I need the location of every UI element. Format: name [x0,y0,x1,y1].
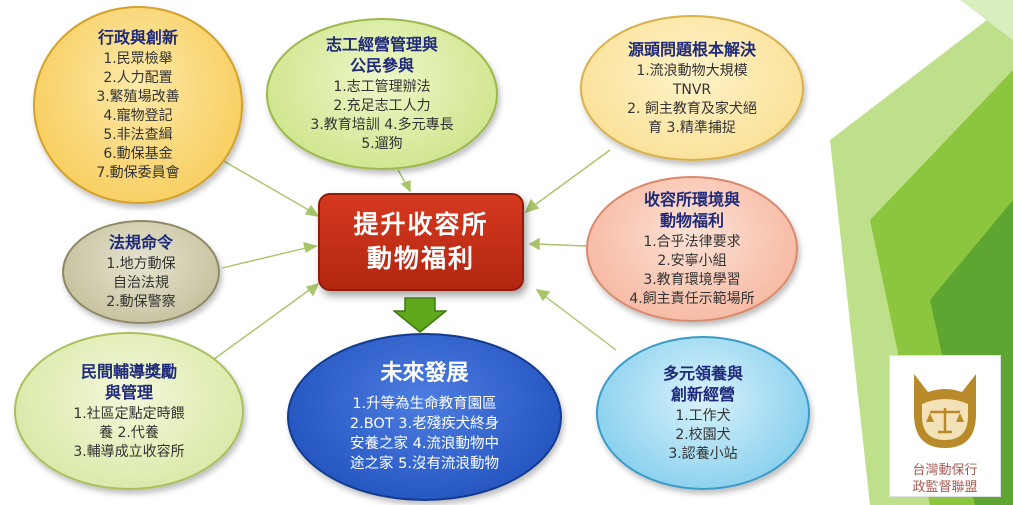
title-line: 源頭問題根本解決 [627,39,756,59]
connector-civil [209,287,313,363]
list-item: 安養之家 4.流浪動物中 [350,436,499,452]
node-root-cause: 源頭問題根本解決 1.流浪動物大規模 TNVR 2. 飼主教育及家犬絕 育 3.… [580,15,804,161]
list-item: 2.動保警察 [106,294,176,310]
list-item: TNVR [672,81,712,98]
list-item: 3.繁殖場改善 [96,89,180,105]
logo-text-line1: 台灣動保行 [912,463,978,478]
node-vol-items: 1.志工管理辦法 2.充足志工人力 3.教育培訓 4.多元專長 5.遛狗 [310,78,453,154]
title-line: 民間輔導獎勵 [80,361,177,381]
connector-source [531,149,611,208]
node-shelter-title: 收容所環境與 動物福利 [644,189,740,231]
list-item: 1.社區定點定時餵 [73,405,185,422]
down-arrow-icon [393,297,447,333]
title-line: 未來發展 [380,361,469,386]
list-item: 1.志工管理辦法 [333,79,431,95]
list-item: 3.教育培訓 4.多元專長 [310,117,454,133]
list-item: 育 3.精準捕捉 [648,119,736,136]
list-item: 養 2.代養 [99,424,159,441]
center-line: 提升收容所 [353,210,489,239]
node-adopt-items: 1.工作犬 2.校園犬 3.認養小站 [668,407,737,464]
list-item: 途之家 5.沒有流浪動物 [350,456,499,472]
bg-stripe-top [960,0,1013,40]
arrowhead-source [524,198,540,214]
center-goal-box: 提升收容所 動物福利 [318,193,524,291]
node-shelter-items: 1.合乎法律要求 2.安寧小組 3.教育環境學習 4.飼主責任示範場所 [629,233,754,309]
arrowhead-shelter [528,237,540,251]
arrowhead-vol [400,179,411,193]
node-volunteer-participation: 志工經營管理與 公民參與 1.志工管理辦法 2.充足志工人力 3.教育培訓 4.… [266,18,498,170]
node-law-items: 1.地方動保 自治法規 2.動保警察 [106,255,175,312]
list-item: 2.BOT 3.老殘疾犬終身 [349,416,500,432]
node-vol-title: 志工經營管理與 公民參與 [326,34,438,76]
arrowhead-adopt [535,289,551,302]
node-shelter-environment: 收容所環境與 動物福利 1.合乎法律要求 2.安寧小組 3.教育環境學習 4.飼… [586,176,798,322]
node-source-items: 1.流浪動物大規模 TNVR 2. 飼主教育及家犬絕 育 3.精準捕捉 [627,62,757,138]
list-item: 2. 飼主教育及家犬絕 [627,100,757,117]
node-civil-title: 民間輔導獎勵 與管理 [81,361,177,403]
node-future-title: 未來發展 [380,360,468,388]
list-item: 1.工作犬 [675,407,731,424]
title-line: 多元領養與 [662,363,743,383]
arrowhead-admin [304,204,320,217]
list-item: 1.合乎法律要求 [643,234,741,250]
node-admin-innovation: 行政與創新 1.民眾檢舉 2.人力配置 3.繁殖場改善 4.寵物登記 5.非法查… [33,6,243,204]
list-item: 2.充足志工人力 [333,98,431,114]
list-item: 4.寵物登記 [103,108,173,124]
node-law-title: 法規命令 [109,232,173,253]
list-item: 4.飼主責任示範場所 [629,291,755,307]
node-future-development: 未來發展 1.升等為生命教育園區 2.BOT 3.老殘疾犬終身 安養之家 4.流… [287,333,562,501]
connector-law [221,246,311,269]
node-admin-title: 行政與創新 [98,27,178,48]
list-item: 2.人力配置 [103,70,173,86]
title-line: 志工經營管理與 [325,35,438,54]
list-item: 3.教育環境學習 [643,272,741,288]
title-line: 與管理 [104,382,153,402]
arrowhead-civil [305,282,320,297]
node-civil-items: 1.社區定點定時餵 養 2.代養 3.輔導成立收容所 [73,405,184,462]
title-line: 公民參與 [349,56,414,75]
list-item: 2.安寧小組 [657,253,727,269]
organization-logo: 台灣動保行 政監督聯盟 [889,355,1001,497]
node-adopt-title: 多元領養與 創新經營 [663,363,743,405]
list-item: 1.升等為生命教育園區 [352,396,497,412]
list-item: 1.民眾檢舉 [103,51,173,67]
list-item: 3.輔導成立收容所 [73,443,185,460]
cat-scale-logo-icon [914,374,976,448]
connector-admin [221,159,313,213]
node-admin-items: 1.民眾檢舉 2.人力配置 3.繁殖場改善 4.寵物登記 5.非法查緝 6.動保… [96,50,179,183]
title-line: 動物福利 [659,211,724,230]
list-item: 3.認養小站 [668,445,738,462]
list-item: 7.動保委員會 [96,165,180,181]
node-adoption-innovation: 多元領養與 創新經營 1.工作犬 2.校園犬 3.認養小站 [596,336,810,490]
node-civil-guidance: 民間輔導獎勵 與管理 1.社區定點定時餵 養 2.代養 3.輔導成立收容所 [14,332,244,490]
list-item: 自治法規 [112,275,169,291]
title-line: 創新經營 [670,384,735,404]
node-regulations: 法規命令 1.地方動保 自治法規 2.動保警察 [62,220,220,324]
arrowhead-law [303,242,318,254]
title-line: 法規命令 [108,233,173,252]
connector-adopt [541,293,617,351]
title-line: 收容所環境與 [643,190,740,209]
node-source-title: 源頭問題根本解決 [628,39,756,60]
center-line: 動物福利 [366,244,475,273]
title-line: 行政與創新 [97,28,178,47]
list-item: 6.動保基金 [103,146,173,162]
connector-shelter [535,243,587,247]
list-item: 5.非法查緝 [103,127,173,143]
list-item: 1.流浪動物大規模 [636,62,748,79]
list-item: 5.遛狗 [361,136,403,152]
list-item: 2.校園犬 [675,426,731,443]
logo-text-line2: 政監督聯盟 [912,480,978,495]
list-item: 1.地方動保 [106,256,176,272]
node-future-items: 1.升等為生命教育園區 2.BOT 3.老殘疾犬終身 安養之家 4.流浪動物中 … [350,394,499,474]
